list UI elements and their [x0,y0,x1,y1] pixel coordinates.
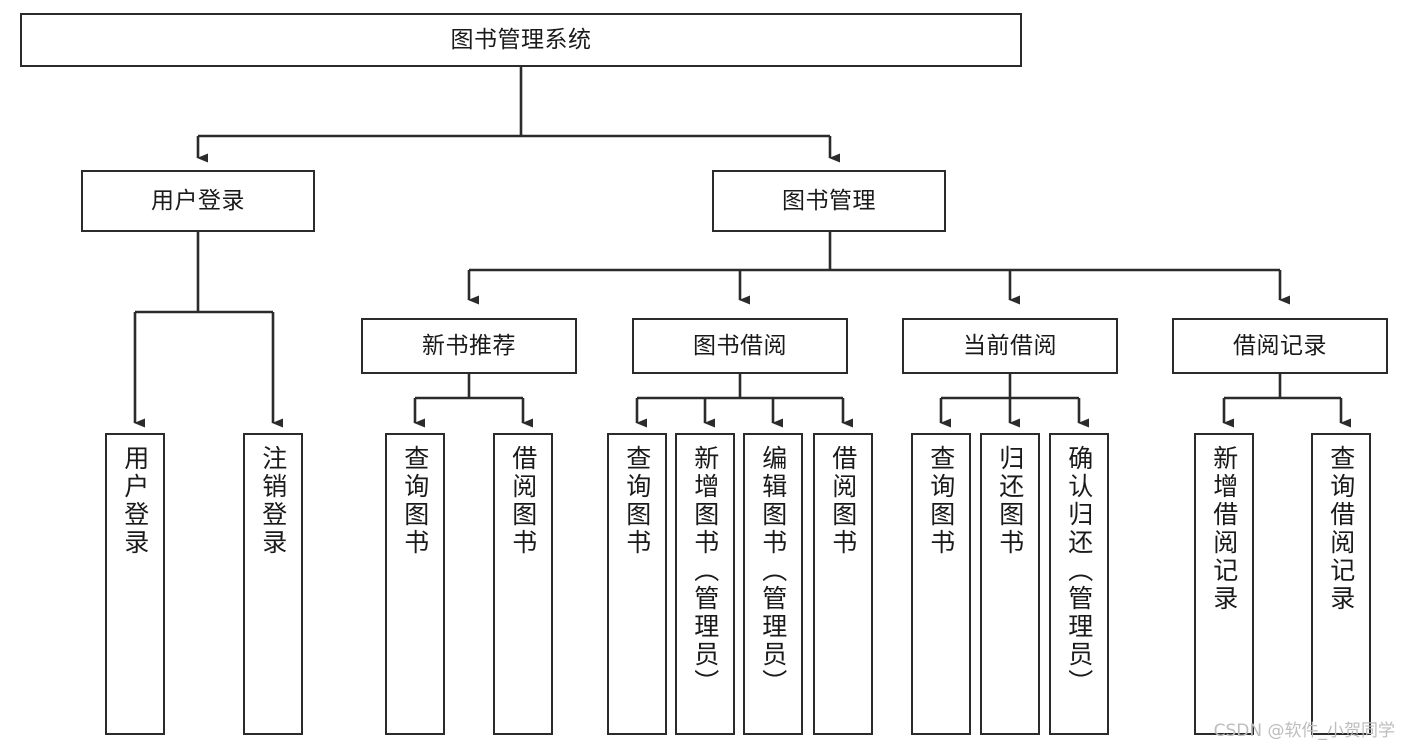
node-new-book-recommend[interactable]: 新书推荐 [361,318,577,374]
leaf-label: 新增图书（管理员） [690,445,720,697]
leaf-label: 借阅图书 [508,445,538,557]
node-borrow-record[interactable]: 借阅记录 [1172,318,1388,374]
leaf-current-borrow-return[interactable]: 归还图书 [980,433,1040,735]
leaf-label: 用户登录 [120,445,150,557]
leaf-current-borrow-query[interactable]: 查询图书 [911,433,971,735]
node-root-book-management-system[interactable]: 图书管理系统 [20,13,1022,67]
node-label: 图书管理系统 [450,26,592,53]
leaf-new-book-borrow[interactable]: 借阅图书 [493,433,553,735]
node-book-management[interactable]: 图书管理 [712,170,946,232]
leaf-user-login-logout[interactable]: 注销登录 [243,433,303,735]
leaf-borrow-record-query[interactable]: 查询借阅记录 [1311,433,1371,735]
node-user-login[interactable]: 用户登录 [81,170,315,232]
leaf-label: 查询图书 [622,445,652,557]
leaf-user-login-login[interactable]: 用户登录 [105,433,165,735]
leaf-label: 查询图书 [400,445,430,557]
leaf-borrow-record-add[interactable]: 新增借阅记录 [1194,433,1254,735]
node-label: 新书推荐 [422,332,516,359]
leaf-label: 新增借阅记录 [1209,445,1239,613]
node-label: 用户登录 [151,187,245,214]
leaf-label: 编辑图书（管理员） [758,445,788,697]
node-label: 图书管理 [782,187,876,214]
leaf-new-book-query[interactable]: 查询图书 [385,433,445,735]
leaf-book-borrow-borrow[interactable]: 借阅图书 [813,433,873,735]
node-book-borrow[interactable]: 图书借阅 [632,318,848,374]
watermark-text: CSDN @软件_小贺同学 [1213,721,1395,741]
node-label: 借阅记录 [1233,332,1327,359]
leaf-label: 归还图书 [995,445,1025,557]
leaf-label: 注销登录 [258,445,288,557]
leaf-label: 查询图书 [926,445,956,557]
leaf-book-borrow-add[interactable]: 新增图书（管理员） [675,433,735,735]
leaf-current-borrow-confirm-return[interactable]: 确认归还（管理员） [1049,433,1109,735]
leaf-book-borrow-edit[interactable]: 编辑图书（管理员） [743,433,803,735]
leaf-book-borrow-query[interactable]: 查询图书 [607,433,667,735]
node-label: 当前借阅 [963,332,1057,359]
leaf-label: 借阅图书 [828,445,858,557]
leaf-label: 查询借阅记录 [1326,445,1356,613]
node-current-borrow[interactable]: 当前借阅 [902,318,1118,374]
leaf-label: 确认归还（管理员） [1064,445,1094,697]
node-label: 图书借阅 [693,332,787,359]
